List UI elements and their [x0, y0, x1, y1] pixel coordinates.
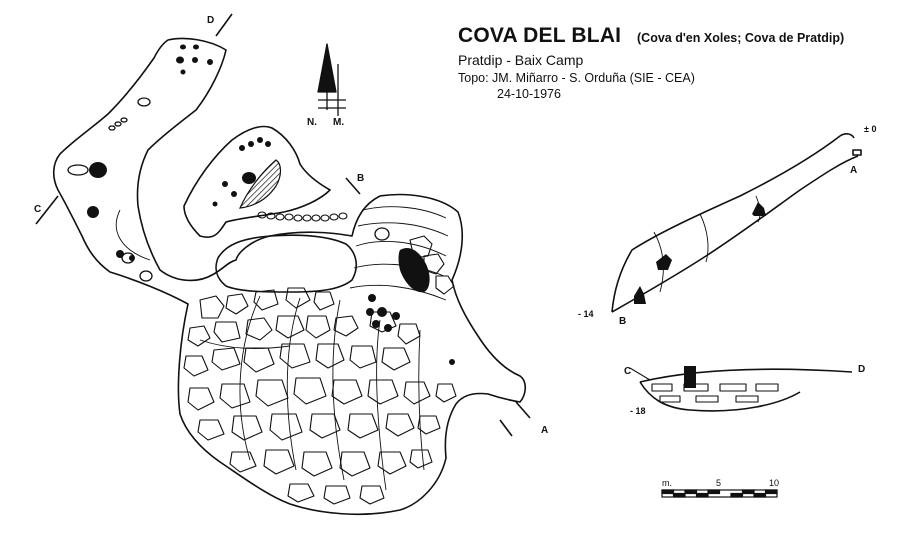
profile-label-d: D: [858, 364, 866, 375]
profile-ab: [611, 133, 862, 313]
side-chamber-outline: [183, 125, 331, 238]
profile-cd-depth: - 18: [630, 406, 646, 416]
boulder-blocks: [183, 235, 457, 505]
scale-mark-5: 5: [716, 478, 722, 488]
north-label-m: M.: [333, 117, 345, 128]
pearl-row: [257, 211, 348, 222]
north-arrow: [317, 43, 346, 116]
map-title: COVA DEL BLAI: [458, 24, 622, 47]
plan-label-d: D: [207, 15, 215, 26]
scale-bar: [661, 489, 778, 498]
profile-start-depth: ± 0: [864, 124, 877, 134]
plan-label-b: B: [357, 173, 365, 184]
profile-end-depth: - 14: [578, 309, 594, 319]
survey-credit: Topo: JM. Miñarro - S. Orduña (SIE - CEA…: [458, 71, 695, 85]
region-label: Pratdip - Baix Camp: [458, 52, 584, 68]
scale-unit: m.: [662, 478, 672, 488]
plan-label-c: C: [34, 204, 42, 215]
section-lines: [35, 13, 531, 437]
plan-label-a: A: [541, 425, 549, 436]
pillar-outline: [215, 234, 358, 293]
contour-lines: [115, 206, 449, 491]
profile-label-b: B: [619, 316, 627, 327]
alternate-names: (Cova d'en Xoles; Cova de Pratdip): [637, 31, 845, 45]
hatched-block: [239, 159, 282, 209]
cave-plan-outline: [52, 37, 527, 516]
profile-cd: [629, 367, 853, 412]
profile-label-c: C: [624, 366, 632, 377]
profile-label-a: A: [850, 165, 858, 176]
dark-features: [87, 44, 766, 388]
north-label-n: N.: [307, 117, 317, 128]
scale-mark-10: 10: [769, 478, 780, 488]
survey-date: 24-10-1976: [497, 87, 561, 101]
